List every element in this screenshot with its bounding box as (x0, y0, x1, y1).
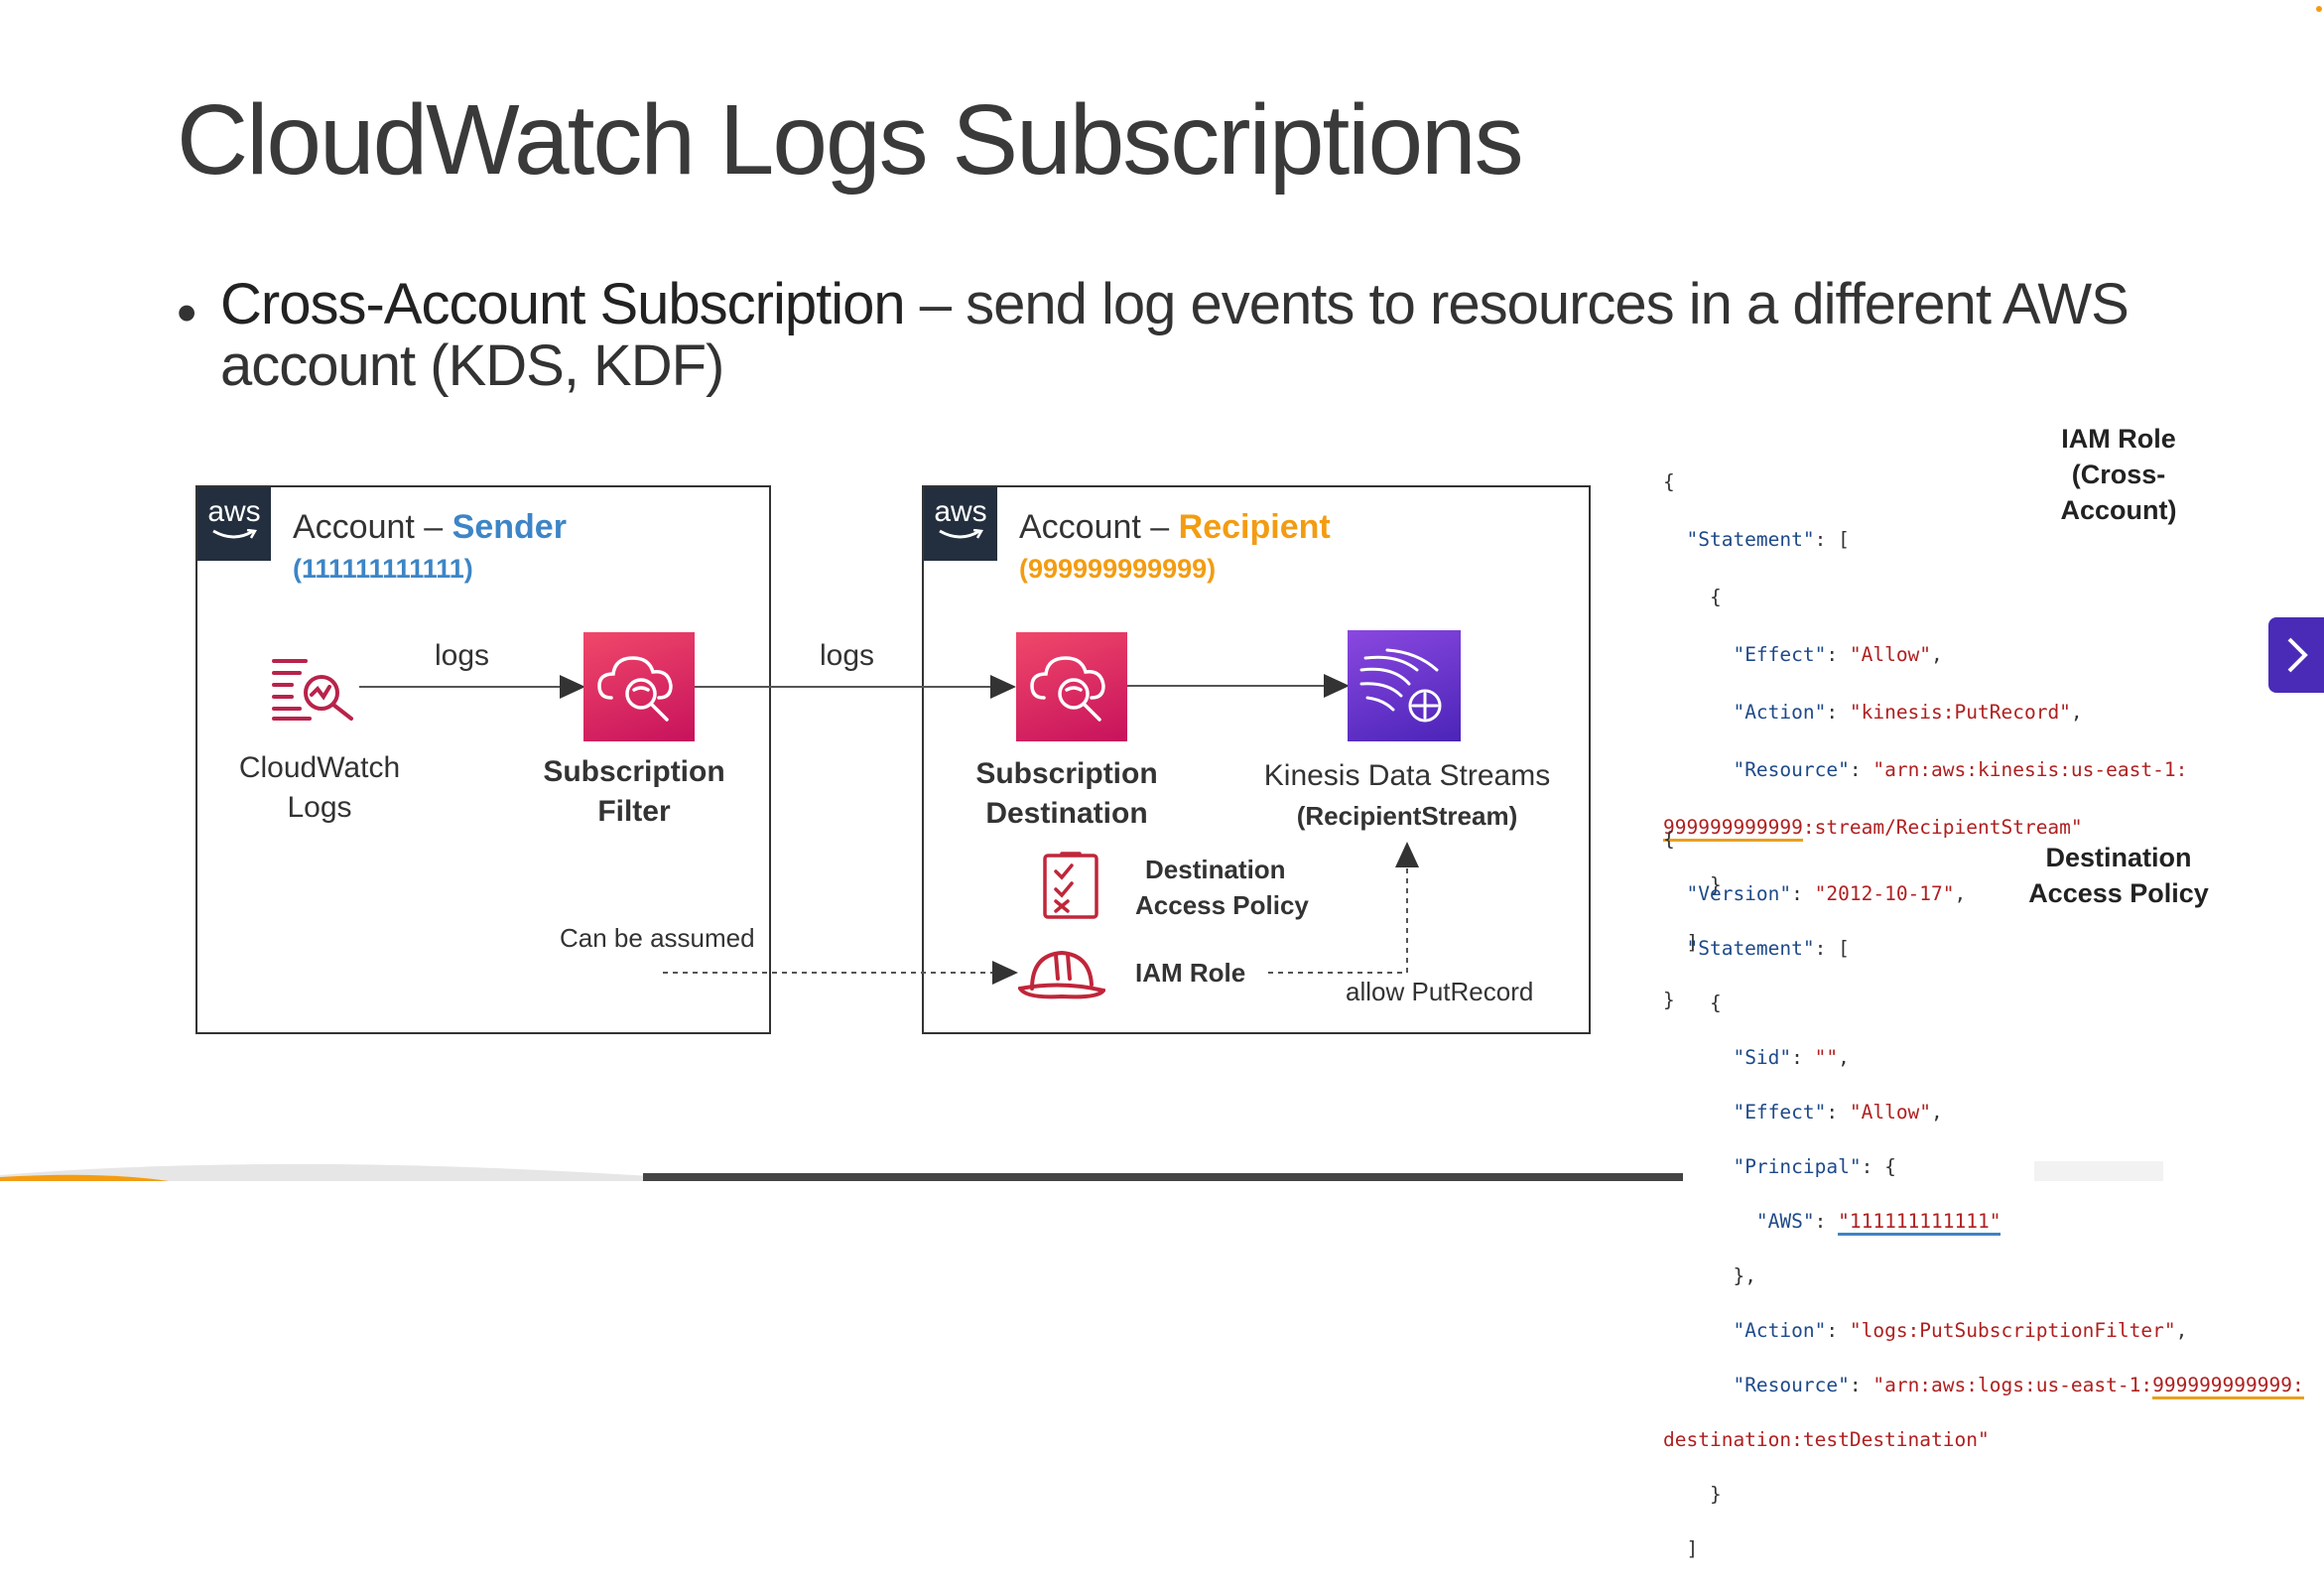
recipient-account-box (922, 485, 1591, 1034)
policy-line-2: Access Policy (1135, 890, 1309, 920)
code-value: "Allow" (1849, 1100, 1932, 1124)
sender-account-title: Account – Sender (293, 508, 567, 547)
code-punct: : { (1861, 1154, 1896, 1178)
aws-badge-text: aws (207, 495, 261, 528)
code-value: "arn:aws:kinesis:us-east-1: (1872, 758, 2188, 781)
iam-role-policy-code: { "Statement": [ { "Effect": "Allow", "A… (1663, 470, 2188, 1011)
code-value: destination:testDestination" (1663, 1427, 1990, 1451)
code-line: { (1663, 470, 1675, 493)
code-key: "Version" (1686, 881, 1792, 905)
arrow-label-logs-1: logs (435, 639, 490, 672)
code-key: "AWS" (1755, 1209, 1815, 1233)
code-key: "Resource" (1733, 758, 1850, 781)
kinesis-data-streams-icon (1348, 630, 1461, 741)
sender-account-id: (111111111111) (293, 554, 473, 584)
arrow-putrecord (1268, 842, 1419, 974)
footer-box (2034, 1161, 2163, 1181)
cw-logs-line-1: CloudWatch (238, 751, 401, 784)
kds-line-1: Kinesis Data Streams (1263, 759, 1551, 792)
code-value: "Allow" (1849, 643, 1932, 666)
bullet-rest: – send log events to resources in a diff… (220, 272, 2130, 398)
cloudwatch-logs-icon (272, 659, 353, 721)
aws-logo-icon: aws (924, 487, 997, 561)
next-slide-button[interactable] (2268, 617, 2324, 693)
sender-account-box (195, 485, 771, 1034)
code-line: ] (1686, 1536, 1699, 1560)
iam-hdr-1: IAM Role (2061, 424, 2176, 454)
video-progress-bar[interactable] (643, 1173, 1683, 1181)
slide-title: CloudWatch Logs Subscriptions (177, 84, 1524, 196)
code-key: "Statement" (1686, 528, 1815, 551)
filter-line-2: Filter (597, 795, 671, 828)
code-punct: : [ (1814, 936, 1850, 960)
dest-policy-code: { "Version": "2012-10-17", "Statement": … (1663, 827, 2304, 1560)
kinesis-label: Kinesis Data Streams (RecipientStream) (1248, 756, 1566, 836)
filter-line-1: Subscription (543, 755, 725, 788)
code-line: } (1709, 873, 1722, 896)
aws-badge-text: aws (934, 495, 987, 528)
chevron-right-icon (2287, 637, 2308, 673)
code-value: "2012-10-17" (1814, 881, 1955, 905)
code-value: "" (1814, 1045, 1839, 1069)
can-be-assumed-label: Can be assumed (560, 923, 755, 953)
code-line: { (1709, 991, 1722, 1014)
code-value: "logs:PutSubscriptionFilter" (1849, 1318, 2176, 1342)
iam-role-label: IAM Role (1135, 958, 1246, 988)
subscription-filter-icon (583, 632, 695, 741)
recipient-title-name: Recipient (1178, 508, 1331, 546)
footer-swoosh (0, 1163, 695, 1181)
code-punct: : [ (1814, 528, 1850, 551)
code-key: "Effect" (1733, 1100, 1827, 1124)
kds-line-2: (RecipientStream) (1296, 801, 1518, 831)
policy-line-1: Destination (1145, 855, 1286, 884)
code-key: "Effect" (1733, 643, 1827, 666)
dest-line-2: Destination (985, 797, 1148, 830)
allow-putrecord-label: allow PutRecord (1346, 977, 1534, 1006)
code-value: "kinesis:PutRecord" (1849, 701, 2071, 724)
code-line: ] (1686, 931, 1699, 954)
code-value: :stream/RecipientStream" (1802, 816, 2083, 839)
bullet-dot: • (177, 281, 197, 345)
code-key: "Resource" (1733, 1373, 1850, 1396)
code-line: } (1663, 989, 1675, 1011)
code-line: { (1663, 827, 1675, 851)
bullet-bold: Cross-Account Subscription (220, 272, 906, 336)
iam-hdr-2: (Cross-Account) (2060, 460, 2177, 525)
code-sender-account: "111111111111" (1838, 1209, 2001, 1236)
checklist-icon (1043, 852, 1098, 919)
code-line: }, (1733, 1263, 1756, 1287)
code-key: "Action" (1733, 1318, 1827, 1342)
subscription-destination-icon (1016, 632, 1127, 741)
diagram-connectors (359, 674, 1419, 985)
corner-dot (2316, 6, 2322, 12)
dest-line-1: Subscription (975, 757, 1158, 790)
subscription-destination-label: Subscription Destination (963, 754, 1171, 834)
code-line: { (1709, 586, 1722, 608)
code-line: } (1709, 1482, 1722, 1506)
recipient-title-prefix: Account – (1019, 508, 1179, 546)
dest-hdr-2: Access Policy (2028, 878, 2209, 908)
destination-access-policy-label: Destination Access Policy (1135, 852, 1309, 923)
bullet-text: Cross-Account Subscription – send log ev… (220, 274, 2255, 397)
dest-policy-header: Destination Access Policy (2014, 840, 2223, 911)
sender-title-name: Sender (452, 508, 567, 546)
aws-logo-icon: aws (197, 487, 271, 561)
code-key: "Sid" (1733, 1045, 1792, 1069)
recipient-account-title: Account – Recipient (1019, 508, 1331, 547)
arrow-label-logs-2: logs (820, 639, 875, 672)
cloudwatch-logs-label: CloudWatch Logs (220, 748, 419, 828)
sender-title-prefix: Account – (293, 508, 452, 546)
iam-role-hardhat-icon (1018, 950, 1105, 999)
code-key: "Statement" (1686, 936, 1815, 960)
cw-logs-line-2: Logs (287, 791, 352, 824)
code-recipient-account: 999999999999: (2152, 1373, 2304, 1399)
iam-role-policy-header: IAM Role (Cross-Account) (2014, 421, 2223, 528)
code-value: "arn:aws:logs:us-east-1: (1872, 1373, 2153, 1396)
dest-hdr-1: Destination (2045, 843, 2192, 872)
recipient-account-id: (999999999999) (1019, 554, 1217, 584)
code-key: "Action" (1733, 701, 1827, 724)
subscription-filter-label: Subscription Filter (530, 752, 738, 832)
code-key: "Principal" (1733, 1154, 1862, 1178)
code-recipient-account: 999999999999 (1663, 816, 1803, 842)
